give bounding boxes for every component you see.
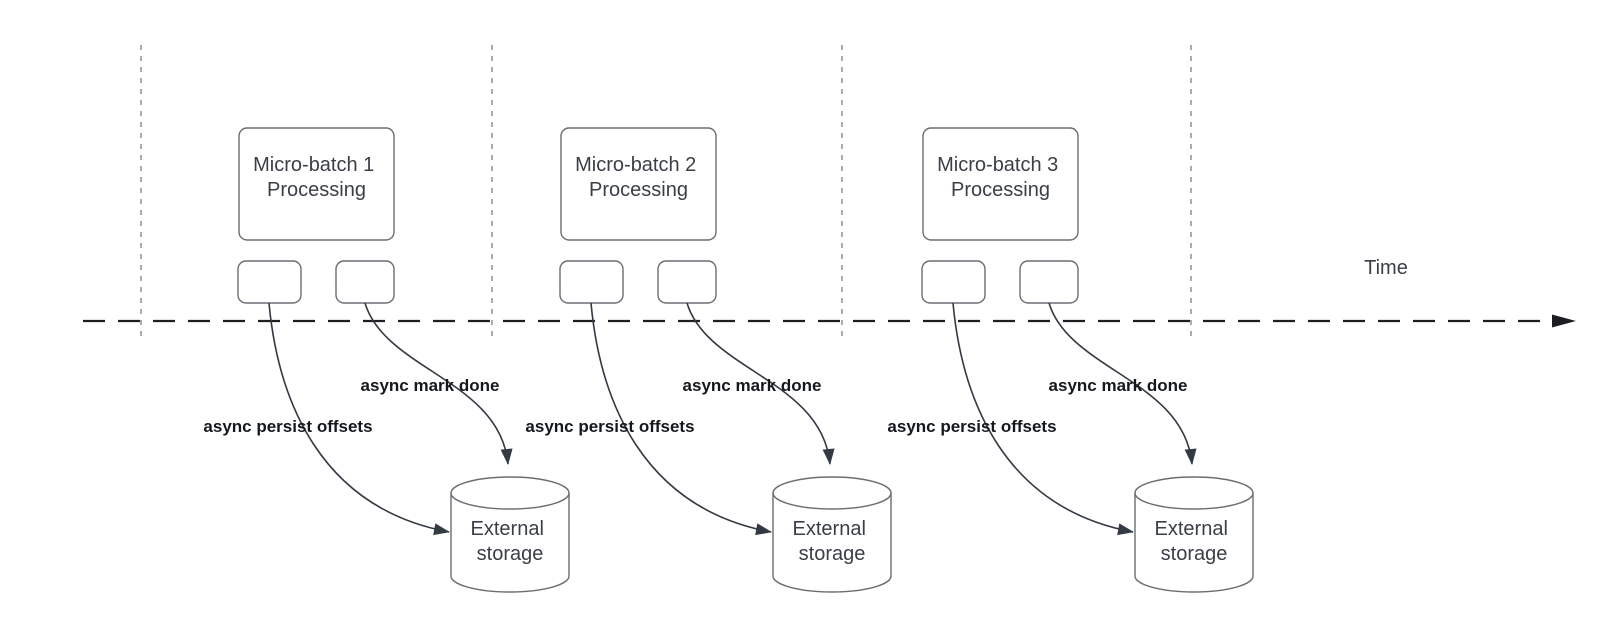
cylinder-body-1 [450, 476, 570, 593]
cylinder-body-3 [1134, 476, 1254, 593]
time-axis-label: Time [1364, 257, 1408, 279]
cylinder-rim-1 [450, 492, 570, 510]
microbatch-3-processing-box [922, 127, 1079, 241]
time-axis-arrowhead-icon [1552, 314, 1576, 328]
cylinder-rim-3 [1134, 492, 1254, 510]
microbatch-3-processing-label: Micro-batch 3 Processing [937, 154, 1064, 201]
persist-offsets-arrow-1 [268, 302, 450, 536]
mark-done-label-3: async mark done [1049, 376, 1188, 395]
persist-offsets-task-box-1 [237, 260, 302, 304]
external-storage-label-1: External storage [471, 518, 550, 565]
mark-done-task-box-1 [335, 260, 395, 304]
external-storage-label-3: External storage [1155, 518, 1234, 565]
mark-done-task-box-2 [657, 260, 717, 304]
mark-done-label-2: async mark done [683, 376, 822, 395]
microbatch-2-processing-label: Micro-batch 2 Processing [575, 154, 702, 201]
persist-offsets-task-box-2 [559, 260, 624, 304]
mark-done-arrow-2 [686, 302, 835, 465]
microbatch-2-processing-box [560, 127, 717, 241]
persist-offsets-label-2: async persist offsets [525, 417, 694, 436]
cylinder-rim-2 [772, 492, 892, 510]
persist-offsets-task-box-3 [921, 260, 986, 304]
external-storage-cylinder-2: External storage [772, 476, 892, 593]
cylinder-body-2 [772, 476, 892, 593]
persist-offsets-label-1: async persist offsets [203, 417, 372, 436]
persist-offsets-label-3: async persist offsets [887, 417, 1056, 436]
microbatch-section-2: Micro-batch 2 Processing async persist o… [525, 127, 892, 593]
external-storage-label-2: External storage [793, 518, 872, 565]
external-storage-cylinder-1: External storage [450, 476, 570, 593]
persist-offsets-arrow-3 [952, 302, 1134, 536]
mark-done-label-1: async mark done [361, 376, 500, 395]
microbatch-1-processing-box [238, 127, 395, 241]
mark-done-task-box-3 [1019, 260, 1079, 304]
batch-boundary-guides [140, 45, 1192, 337]
microbatch-1-processing-label: Micro-batch 1 Processing [253, 154, 380, 201]
mark-done-arrow-1 [364, 302, 513, 465]
mark-done-arrow-3 [1048, 302, 1197, 465]
microbatch-section-1: Micro-batch 1 Processing async persist o… [203, 127, 570, 593]
persist-offsets-arrow-2 [590, 302, 772, 536]
microbatch-section-3: Micro-batch 3 Processing async persist o… [887, 127, 1254, 593]
external-storage-cylinder-3: External storage [1134, 476, 1254, 593]
time-axis: Time [83, 257, 1576, 328]
